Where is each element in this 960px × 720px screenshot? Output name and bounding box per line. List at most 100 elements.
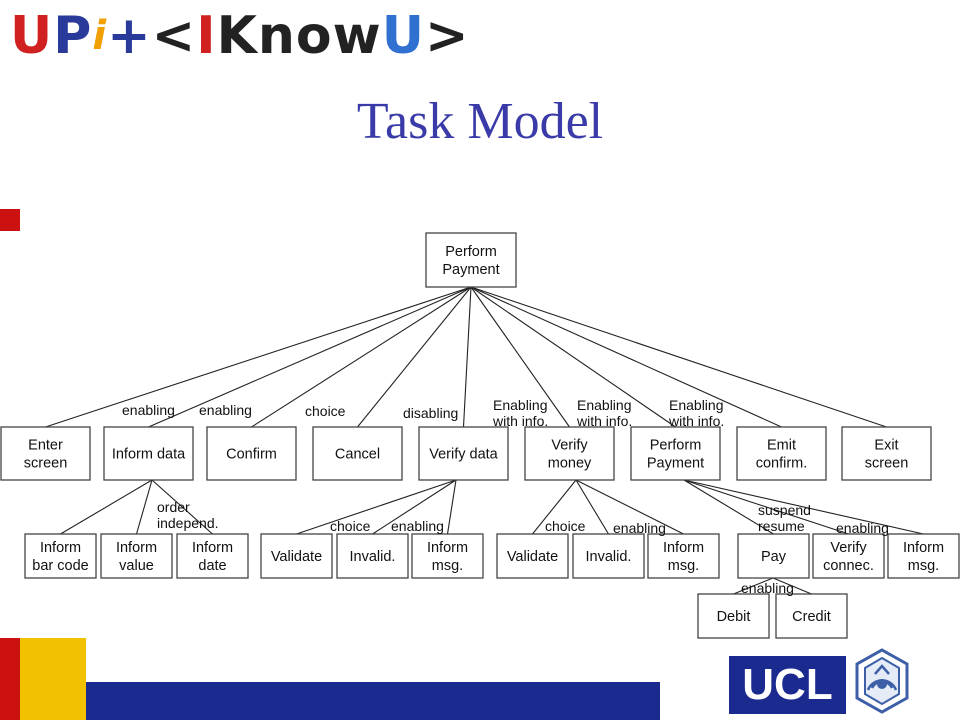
node-label: Credit xyxy=(792,609,831,625)
operator-label-op-enabling-6: enabling xyxy=(741,580,794,596)
edge-inform-data-to-inform-value xyxy=(135,479,153,535)
node-inform-msg-2: Inform msg. xyxy=(647,533,720,579)
node-inform-bar-code: Inform bar code xyxy=(24,533,97,579)
node-label: Enter xyxy=(28,438,63,454)
ucl-emblem-icon xyxy=(855,648,909,714)
edge-perform-payment-root-to-inform-data xyxy=(148,286,472,428)
node-label: Inform data xyxy=(112,447,186,463)
edge-inform-data-to-inform-bar-code xyxy=(60,479,153,535)
node-label: Verify data xyxy=(429,447,498,463)
operator-label-op-enabling-info-3: with info. xyxy=(668,413,724,429)
operator-label-op-enabling-info-2: Enabling xyxy=(577,397,632,413)
node-label: Inform xyxy=(116,540,157,556)
node-inform-msg-3: Inform msg. xyxy=(887,533,960,579)
logo-letter: U xyxy=(10,6,54,66)
operator-label-op-suspend-resume: suspend xyxy=(758,502,811,518)
node-label: bar code xyxy=(32,558,88,574)
node-credit: Credit xyxy=(775,593,848,639)
ucl-logo: UCL xyxy=(729,656,846,714)
logo-letter: + xyxy=(107,6,152,66)
operator-label-op-choice-1: choice xyxy=(305,403,346,419)
node-inform-data: Inform data xyxy=(103,426,194,481)
node-label: confirm. xyxy=(756,456,808,472)
logo-letter: K xyxy=(216,6,258,66)
node-label: Validate xyxy=(507,549,558,565)
node-label: connec. xyxy=(823,558,874,574)
operator-label-op-suspend-resume: resume xyxy=(758,518,805,534)
operator-label-op-enabling-4: enabling xyxy=(613,520,666,536)
operator-label-op-choice-2: choice xyxy=(330,518,371,534)
logo-letter: o xyxy=(295,6,333,66)
node-label: Verify xyxy=(551,438,588,454)
node-label: msg. xyxy=(908,558,939,574)
node-label: Cancel xyxy=(335,447,380,463)
footer-yellow-bar xyxy=(20,638,86,720)
footer-blue-bar xyxy=(86,682,660,720)
node-label: Exit xyxy=(874,438,898,454)
node-label: screen xyxy=(865,456,909,472)
footer-red-bar xyxy=(0,638,20,720)
edge-verify-money-to-inform-msg-2 xyxy=(575,479,684,535)
operator-label-op-order-independ: order xyxy=(157,499,190,515)
operator-label-op-order-independ: independ. xyxy=(157,515,219,531)
node-label: Inform xyxy=(903,540,944,556)
logo-letter: I xyxy=(196,6,217,66)
node-label: Invalid. xyxy=(350,549,396,565)
slide-title: Task Model xyxy=(356,93,604,150)
operator-label-op-enabling-info-2: with info. xyxy=(576,413,632,429)
node-invalid-1: Invalid. xyxy=(336,533,409,579)
node-label: date xyxy=(198,558,226,574)
node-debit: Debit xyxy=(697,593,770,639)
node-verify-data: Verify data xyxy=(418,426,509,481)
operator-label-op-choice-3: choice xyxy=(545,518,586,534)
edge-perform-payment-root-to-enter-screen xyxy=(45,286,472,428)
node-verify-connec: Verify connec. xyxy=(812,533,885,579)
node-label: Payment xyxy=(442,262,499,278)
logo-letter: > xyxy=(424,6,470,66)
node-label: Inform xyxy=(427,540,468,556)
edge-verify-data-to-inform-msg-1 xyxy=(446,479,457,535)
logo-letter: U xyxy=(381,6,425,66)
edge-pay-to-debit xyxy=(733,577,774,595)
operator-label-op-enabling-info-1: with info. xyxy=(492,413,548,429)
node-label: Confirm xyxy=(226,447,277,463)
edge-verify-money-to-invalid-2 xyxy=(575,479,609,535)
node-label: money xyxy=(548,456,592,472)
operator-label-op-disabling: disabling xyxy=(403,405,458,421)
node-invalid-2: Invalid. xyxy=(572,533,645,579)
edge-perform-payment-sub-to-verify-connec xyxy=(683,479,849,535)
node-label: Payment xyxy=(647,456,704,472)
node-inform-msg-1: Inform msg. xyxy=(411,533,484,579)
edge-perform-payment-root-to-verify-money xyxy=(470,286,570,428)
edge-perform-payment-sub-to-inform-msg-3 xyxy=(683,479,924,535)
edge-perform-payment-sub-to-pay xyxy=(683,479,774,535)
node-label: Perform xyxy=(650,438,702,454)
edge-perform-payment-root-to-perform-payment-sub xyxy=(470,286,676,428)
edge-perform-payment-root-to-emit-confirm xyxy=(470,286,782,428)
operator-label-op-enabling-3: enabling xyxy=(391,518,444,534)
node-label: Inform xyxy=(40,540,81,556)
edge-verify-data-to-invalid-1 xyxy=(372,479,457,535)
edge-perform-payment-root-to-exit-screen xyxy=(470,286,887,428)
operator-label-op-enabling-1: enabling xyxy=(122,402,175,418)
logo-letter: n xyxy=(257,6,296,66)
node-label: msg. xyxy=(668,558,699,574)
node-label: msg. xyxy=(432,558,463,574)
node-pay: Pay xyxy=(737,533,810,579)
logo-letter: < xyxy=(151,6,197,66)
logo-letter: i xyxy=(92,13,108,59)
node-label: Verify xyxy=(830,540,867,556)
node-exit-screen: Exit screen xyxy=(841,426,932,481)
node-label: Inform xyxy=(663,540,704,556)
node-label: Perform xyxy=(445,244,497,260)
edge-perform-payment-root-to-cancel xyxy=(357,286,472,428)
edge-perform-payment-root-to-verify-data xyxy=(462,286,472,428)
logo-letter: w xyxy=(332,6,382,66)
operator-label-op-enabling-5: enabling xyxy=(836,520,889,536)
